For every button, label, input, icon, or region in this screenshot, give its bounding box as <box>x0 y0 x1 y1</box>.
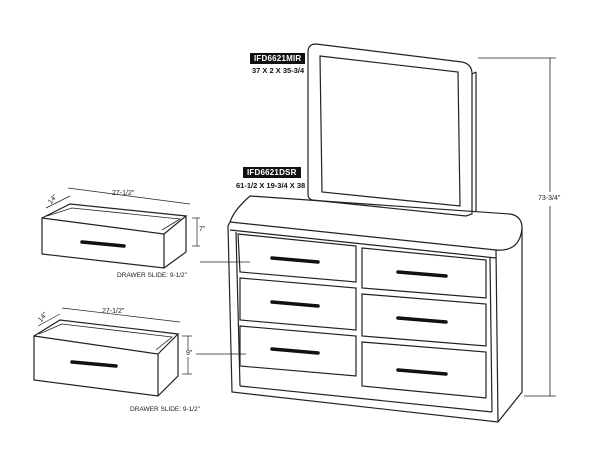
height-dimension <box>478 57 556 397</box>
large-drawer-slide: DRAWER SLIDE: 9-1/2" <box>130 406 200 413</box>
small-drawer-width: 27-1/2" <box>112 190 135 197</box>
mirror-model-tag: IFD6621MIR <box>250 53 306 64</box>
dresser-model-tag: IFD6621DSR <box>243 167 301 178</box>
mirror-dimensions: 37 X 2 X 35-3/4 <box>252 66 305 75</box>
dresser-drawing <box>227 195 523 423</box>
large-drawer-drawing <box>33 307 192 397</box>
large-drawer-height: 9" <box>186 350 193 357</box>
small-drawer-height: 7" <box>199 226 206 233</box>
mirror-drawing <box>307 43 477 217</box>
large-drawer-width: 27-1/2" <box>102 308 125 315</box>
small-drawer-slide: DRAWER SLIDE: 9-1/2" <box>117 272 187 279</box>
dresser-dimensions: 61-1/2 X 19-3/4 X 38 <box>236 181 306 190</box>
drawer-handles <box>70 240 448 376</box>
overall-height-label: 73-3/4" <box>538 195 561 202</box>
small-drawer-drawing <box>41 187 200 269</box>
